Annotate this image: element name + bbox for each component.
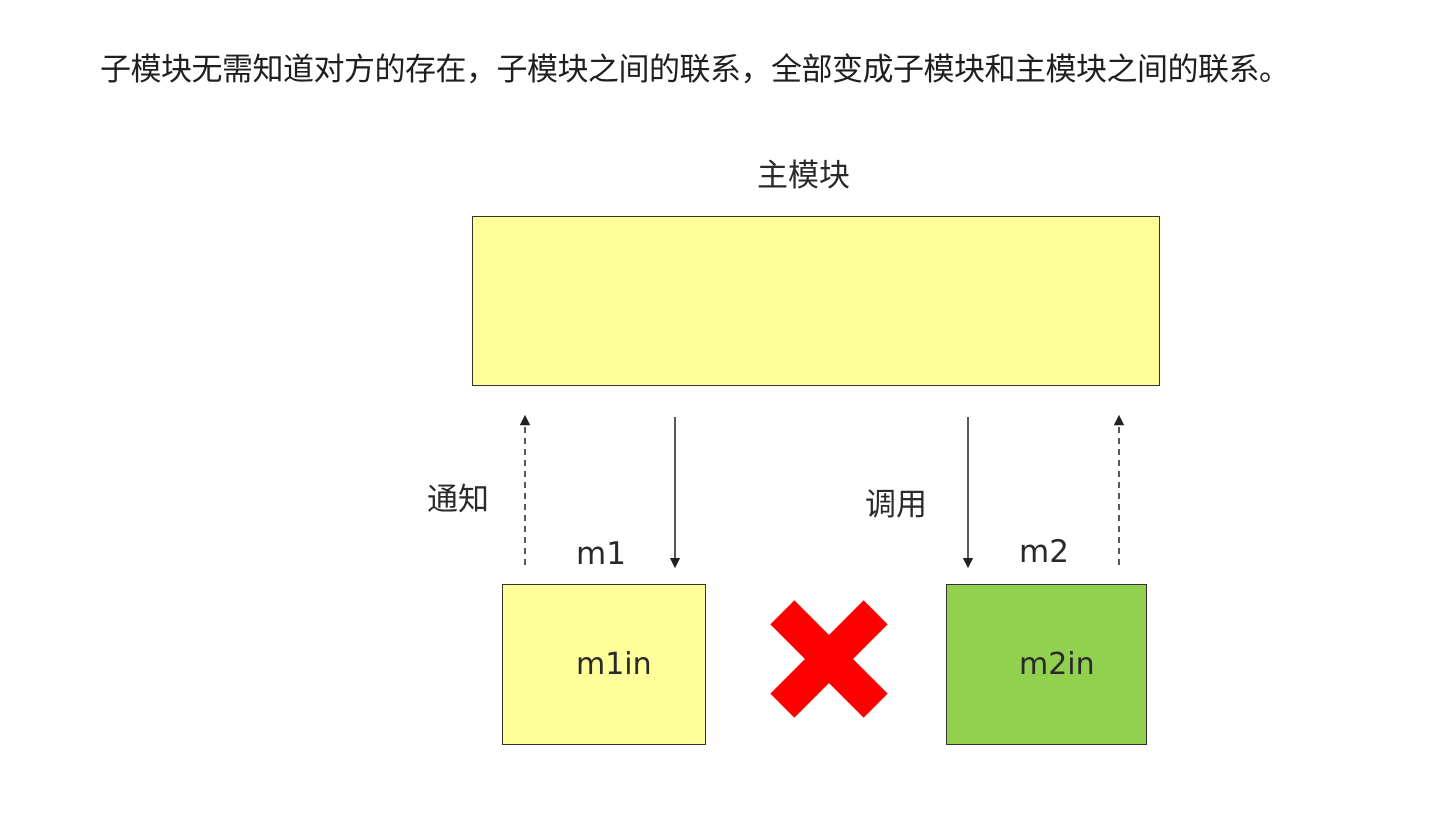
m1-label: m1 [576, 536, 626, 572]
intro-text: 子模块无需知道对方的存在，子模块之间的联系，全部变成子模块和主模块之间的联系。 [100, 52, 1290, 88]
cross-icon [770, 600, 888, 718]
call-label: 调用 [865, 487, 927, 523]
m1-box [502, 584, 706, 745]
notify-label: 通知 [427, 482, 489, 518]
main-module-label: 主模块 [757, 158, 850, 194]
m2-label: m2 [1019, 534, 1069, 570]
m1-inner-label: m1in [576, 647, 652, 682]
main-module-box [472, 216, 1160, 386]
m2-box [946, 584, 1147, 745]
m2-inner-label: m2in [1019, 647, 1095, 682]
